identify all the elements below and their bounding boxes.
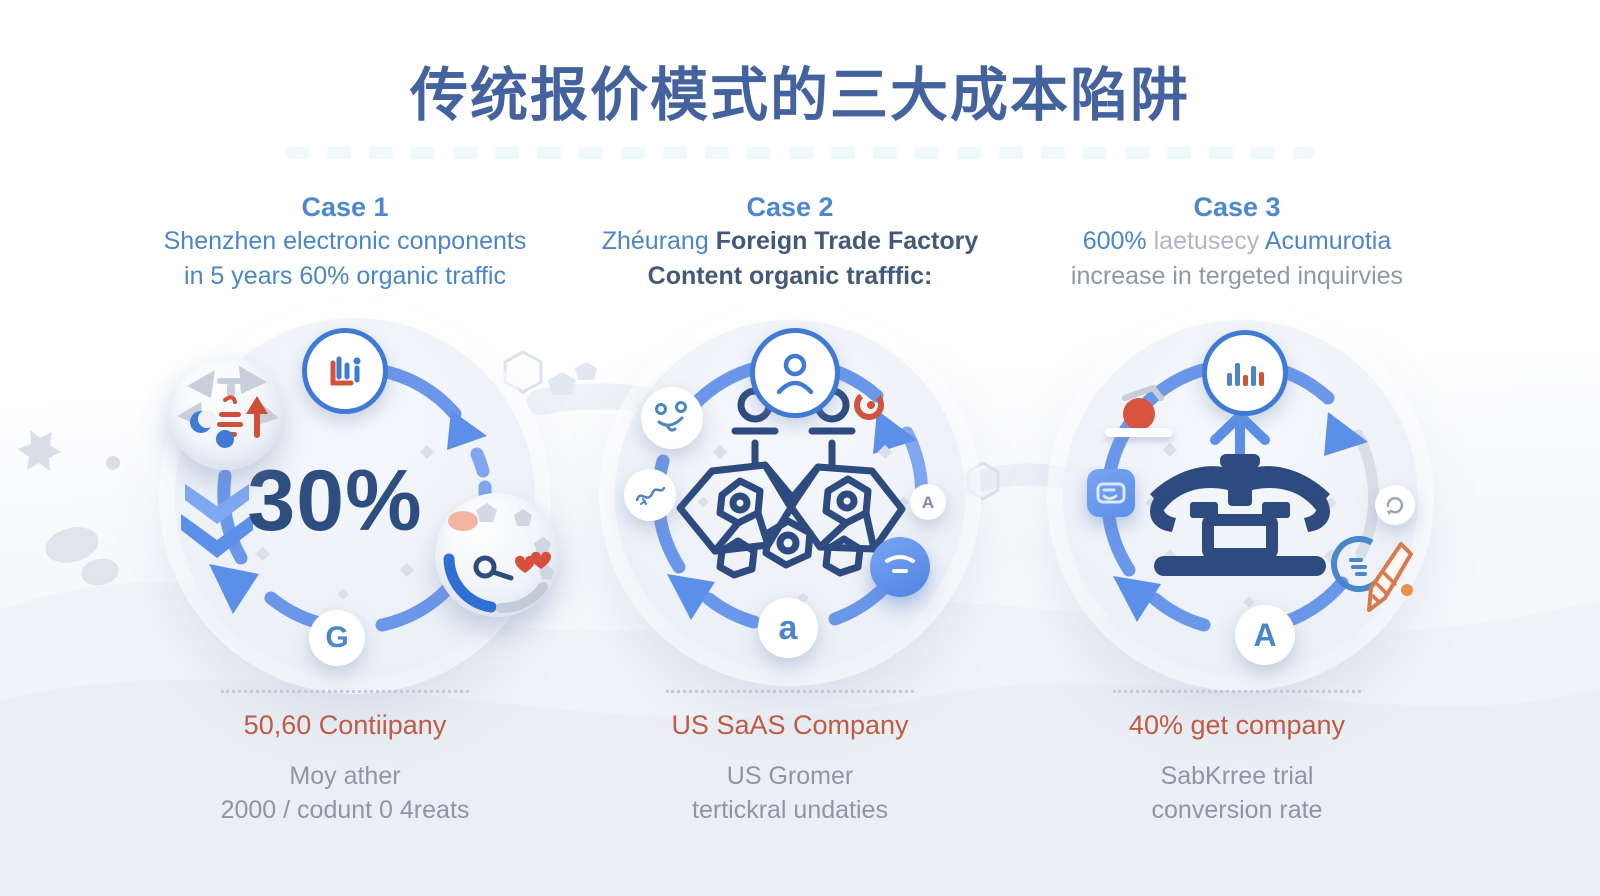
dotted-divider — [1113, 690, 1361, 693]
case2-line2: Content organic trafffic: — [647, 262, 933, 290]
chart-report-icon — [302, 328, 388, 414]
case2-line1: Zhéurang Foreign Trade Factory — [601, 227, 979, 255]
case1-bottom-line2: 2000 / codunt 0 4reats — [220, 796, 470, 824]
press-machine-icon — [1150, 411, 1330, 576]
case2-summary: US SaAS Company US Gromer tertickral und… — [590, 690, 990, 827]
dotted-divider — [666, 690, 914, 693]
case2-bottom-title: US SaAS Company — [671, 710, 909, 740]
clockwise-arrowhead — [873, 410, 917, 454]
orange-swirl-icon — [854, 390, 884, 420]
pinwheel-trend-icon — [169, 356, 283, 470]
doodle-face-icon — [641, 387, 703, 449]
splat-shape — [18, 430, 120, 586]
case3-label: Case 3 — [1193, 192, 1281, 222]
robot-face-icon — [870, 537, 930, 597]
case3-line2: increase in tergeted inquirvies — [1070, 262, 1404, 290]
case1-line2: in 5 years 60% organic traffic — [184, 262, 506, 290]
case1-center-value: 30% — [247, 453, 423, 549]
case1-header: Case 1 Shenzhen electronic conponents in… — [85, 190, 605, 294]
refresh-swirl-icon — [1375, 485, 1415, 525]
gauge-heart-icon — [435, 493, 559, 617]
counter-arrowhead — [1113, 576, 1161, 622]
down-chevron-arrow — [181, 484, 253, 558]
case3-summary: 40% get company SabKrree trial conversio… — [1037, 690, 1437, 827]
case2-header: Case 2 Zhéurang Foreign Trade Factory Co… — [530, 190, 1050, 294]
case3-bottom-title: 40% get company — [1128, 710, 1346, 740]
team-mesh-illustration — [676, 387, 906, 579]
case3-cycle-diagram: A — [1063, 320, 1418, 675]
case3-bottom-line2: conversion rate — [1151, 796, 1323, 824]
case1-summary: 50,60 Contiipany Moy ather 2000 / codunt… — [145, 690, 545, 827]
up-arrow — [1210, 411, 1270, 461]
case1-label: Case 1 — [301, 192, 389, 222]
clockwise-arrowhead — [447, 410, 487, 450]
case1-bottom-title: 50,60 Contiipany — [243, 710, 447, 740]
red-ball-shelf-icon — [1095, 382, 1179, 454]
counter-arrowhead — [209, 564, 259, 614]
case3-header: Case 3 600% laetusecy Acumurotia increas… — [977, 190, 1497, 294]
case1-cycle-diagram: 30% G — [169, 318, 559, 678]
letter-a-side-node: A — [910, 484, 946, 520]
squiggle-icon — [624, 469, 676, 521]
case2-bottom-line1: US Gromer — [726, 762, 854, 790]
page-title: 传统报价模式的三大成本陷阱 — [409, 63, 1190, 128]
case1-line1: Shenzhen electronic conponents — [163, 227, 527, 255]
case3-bottom-line1: SabKrree trial — [1160, 762, 1314, 790]
case1-bottom-line1: Moy ather — [289, 762, 401, 790]
person-icon — [750, 328, 840, 418]
case2-bottom-line2: tertickral undaties — [692, 796, 888, 824]
dotted-divider — [221, 690, 469, 693]
case2-label: Case 2 — [746, 192, 834, 222]
letter-g-node: G — [309, 610, 365, 666]
rocket-icon — [1327, 532, 1423, 628]
bar-chart-icon — [1202, 330, 1288, 416]
counter-arrowhead — [667, 574, 715, 620]
cube-shapes — [548, 362, 597, 395]
letter-a-node: A — [1235, 605, 1295, 665]
comma-shape — [216, 430, 234, 448]
printer-icon — [1087, 469, 1135, 517]
case2-cycle-diagram: A a — [615, 320, 965, 670]
clockwise-arrowhead — [1324, 412, 1368, 456]
faded-watermark-strip — [285, 147, 1315, 159]
case3-line1: 600% laetusecy Acumurotia — [1082, 227, 1392, 255]
double-heart — [515, 551, 551, 573]
letter-a-node: a — [758, 598, 818, 658]
